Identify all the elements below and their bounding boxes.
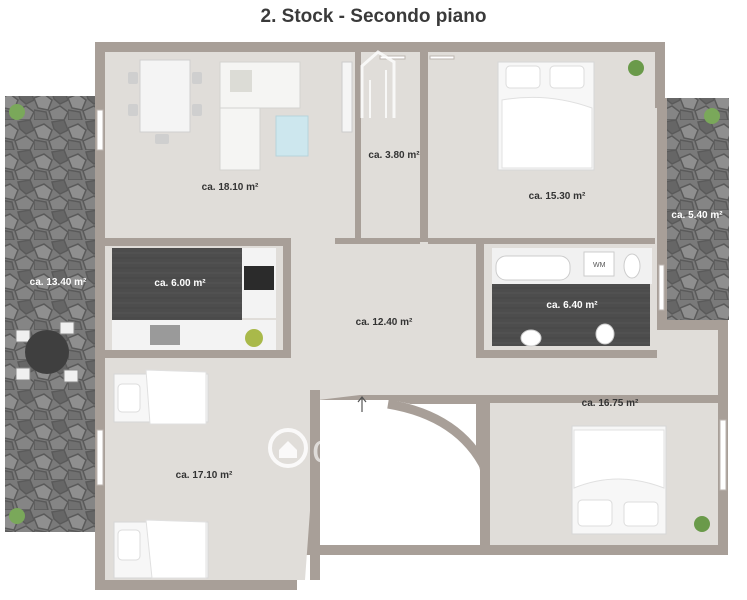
watermark-logo: casa.it bbox=[268, 427, 428, 471]
plant-icon bbox=[245, 329, 263, 347]
bed-right bbox=[571, 425, 667, 535]
area-label-bedroom-top: ca. 15.30 m² bbox=[529, 191, 586, 202]
area-label-storage: ca. 3.80 m² bbox=[368, 150, 420, 161]
plant-icon bbox=[9, 104, 25, 120]
plant-icon bbox=[9, 508, 25, 524]
bed-left-top bbox=[113, 369, 209, 425]
toilet-icon bbox=[623, 253, 641, 279]
area-label-hall: ca. 12.40 m² bbox=[356, 317, 413, 328]
sink-bath-icon bbox=[520, 329, 542, 347]
building-logo bbox=[360, 50, 396, 118]
bed-top bbox=[497, 61, 595, 171]
bed-left-bottom bbox=[113, 519, 209, 579]
bathtub-icon bbox=[495, 255, 571, 281]
area-label-balcony-right: ca. 5.40 m² bbox=[671, 210, 723, 221]
cooktop-icon bbox=[244, 266, 274, 290]
plant-icon bbox=[704, 108, 720, 124]
washer-icon bbox=[583, 251, 615, 277]
windows bbox=[96, 55, 727, 491]
area-label-bedroom-left: ca. 17.10 m² bbox=[176, 470, 233, 481]
area-label-bathroom: ca. 6.40 m² bbox=[546, 300, 598, 311]
dining-table bbox=[128, 59, 202, 144]
tv-cabinet bbox=[341, 61, 353, 133]
plant-icon bbox=[694, 516, 710, 532]
entrance-arrow-icon bbox=[357, 396, 367, 412]
sofa bbox=[219, 61, 309, 171]
plan-title: 2. Stock - Secondo piano bbox=[260, 6, 487, 27]
kitchen-floor bbox=[112, 248, 242, 320]
watermark-text: casa.it bbox=[312, 427, 428, 471]
bidet-icon bbox=[595, 323, 615, 345]
area-label-bedroom-right: ca. 16.75 m² bbox=[582, 398, 639, 409]
plant-icon bbox=[628, 60, 644, 76]
stairwell-void bbox=[320, 400, 480, 545]
terrace-table bbox=[15, 321, 79, 383]
sink-icon bbox=[150, 325, 180, 345]
balcony-right bbox=[667, 98, 729, 320]
floor-area bbox=[105, 52, 718, 580]
terrace-left bbox=[5, 96, 95, 532]
area-label-terrace-left: ca. 13.40 m² bbox=[30, 277, 87, 288]
area-label-living: ca. 18.10 m² bbox=[202, 182, 259, 193]
area-label-kitchen: ca. 6.00 m² bbox=[154, 278, 206, 289]
washer-label: WM bbox=[593, 262, 606, 269]
